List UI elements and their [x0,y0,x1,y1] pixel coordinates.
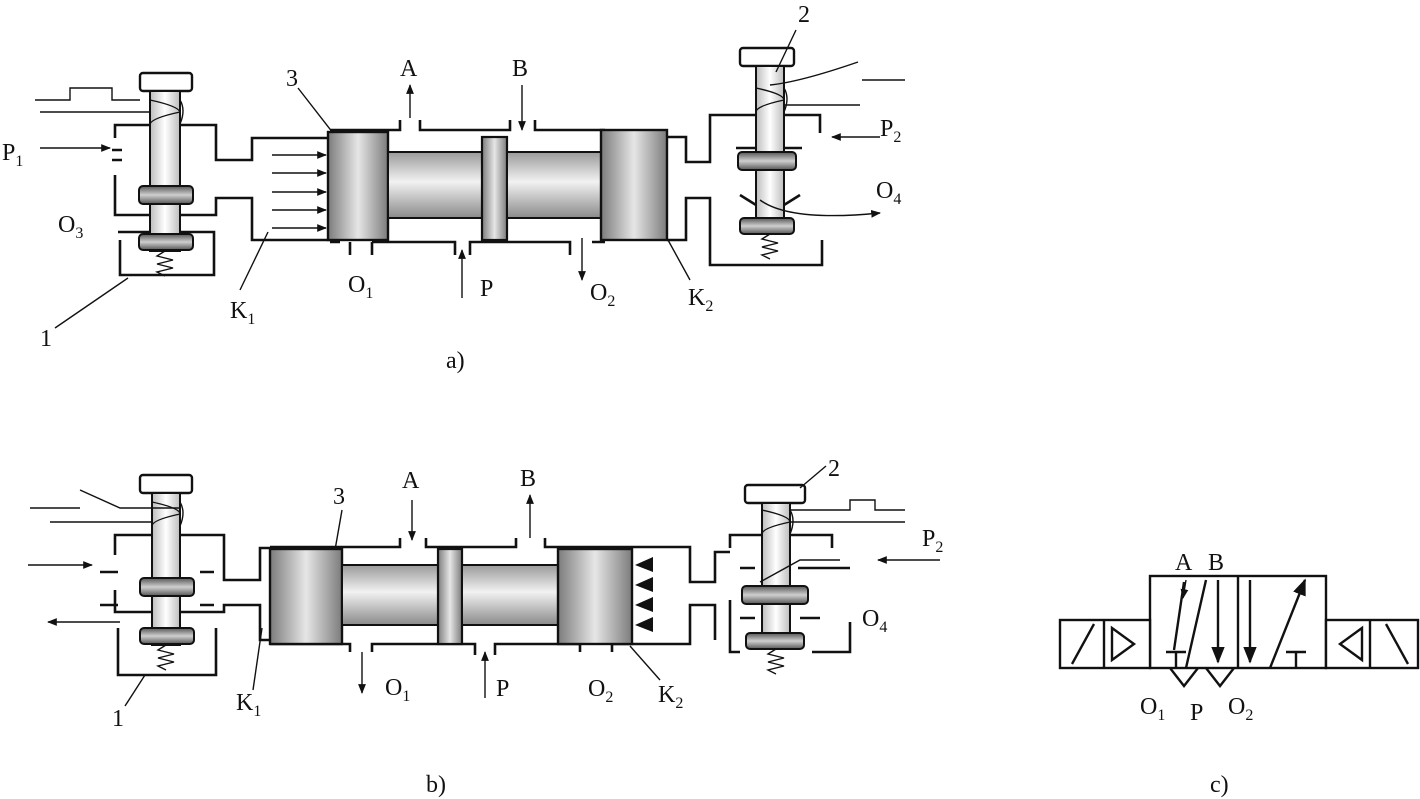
label-p-b: P [496,676,509,702]
label-o4-b: O4 [862,606,887,636]
label-o3: O3 [58,212,83,242]
main-body-b [252,494,730,698]
label-o2-b: O2 [588,676,613,706]
label-k2: K2 [688,285,713,315]
label-1-b: 1 [112,706,124,732]
caption-a: a) [446,348,465,374]
label-a-port: A [400,56,418,82]
label-k1-b: K1 [236,690,261,720]
label-b-port: B [512,56,528,82]
left-pilot-valve [35,71,330,277]
caption-c: c) [1210,772,1229,798]
label-k2-b: K2 [658,682,683,712]
main-body [239,84,824,298]
label-p1: P1 [2,140,23,170]
label-p-c: P [1190,700,1203,726]
label-o1-c: O1 [1140,694,1165,724]
label-b-c: B [1208,550,1224,576]
label-a-port-b: A [402,468,420,494]
label-a-c: A [1175,550,1193,576]
label-p2: P2 [880,116,901,146]
diagram-b: A B 3 2 P2 O4 O1 P O2 K1 K2 1 b) [28,456,943,798]
caption-b: b) [426,772,446,798]
label-b-port-b: B [520,466,536,492]
label-3-b: 3 [333,484,345,510]
label-k1: K1 [230,298,255,328]
label-2-b: 2 [828,456,840,482]
label-o4: O4 [876,178,901,208]
right-pilot-valve-b [728,465,940,675]
right-pilot-valve [736,29,905,260]
left-pilot-valve-b [28,473,272,677]
label-p2-b: P2 [922,526,943,556]
pressure-arrows-k2 [635,557,653,632]
label-o2: O2 [590,280,615,310]
diagram-c: A B O1 P O2 c) [1058,550,1420,798]
label-o2-c: O2 [1228,694,1253,724]
label-o1: O1 [348,272,373,302]
diagram-a: A B 3 2 P1 P2 O3 O4 O1 P O2 K1 K2 1 a) [2,2,905,374]
label-p: P [480,276,493,302]
label-1: 1 [40,326,52,352]
label-2: 2 [798,2,810,28]
label-o1-b: O1 [385,675,410,705]
label-3: 3 [286,66,298,92]
pressure-arrows-k1 [272,151,327,232]
